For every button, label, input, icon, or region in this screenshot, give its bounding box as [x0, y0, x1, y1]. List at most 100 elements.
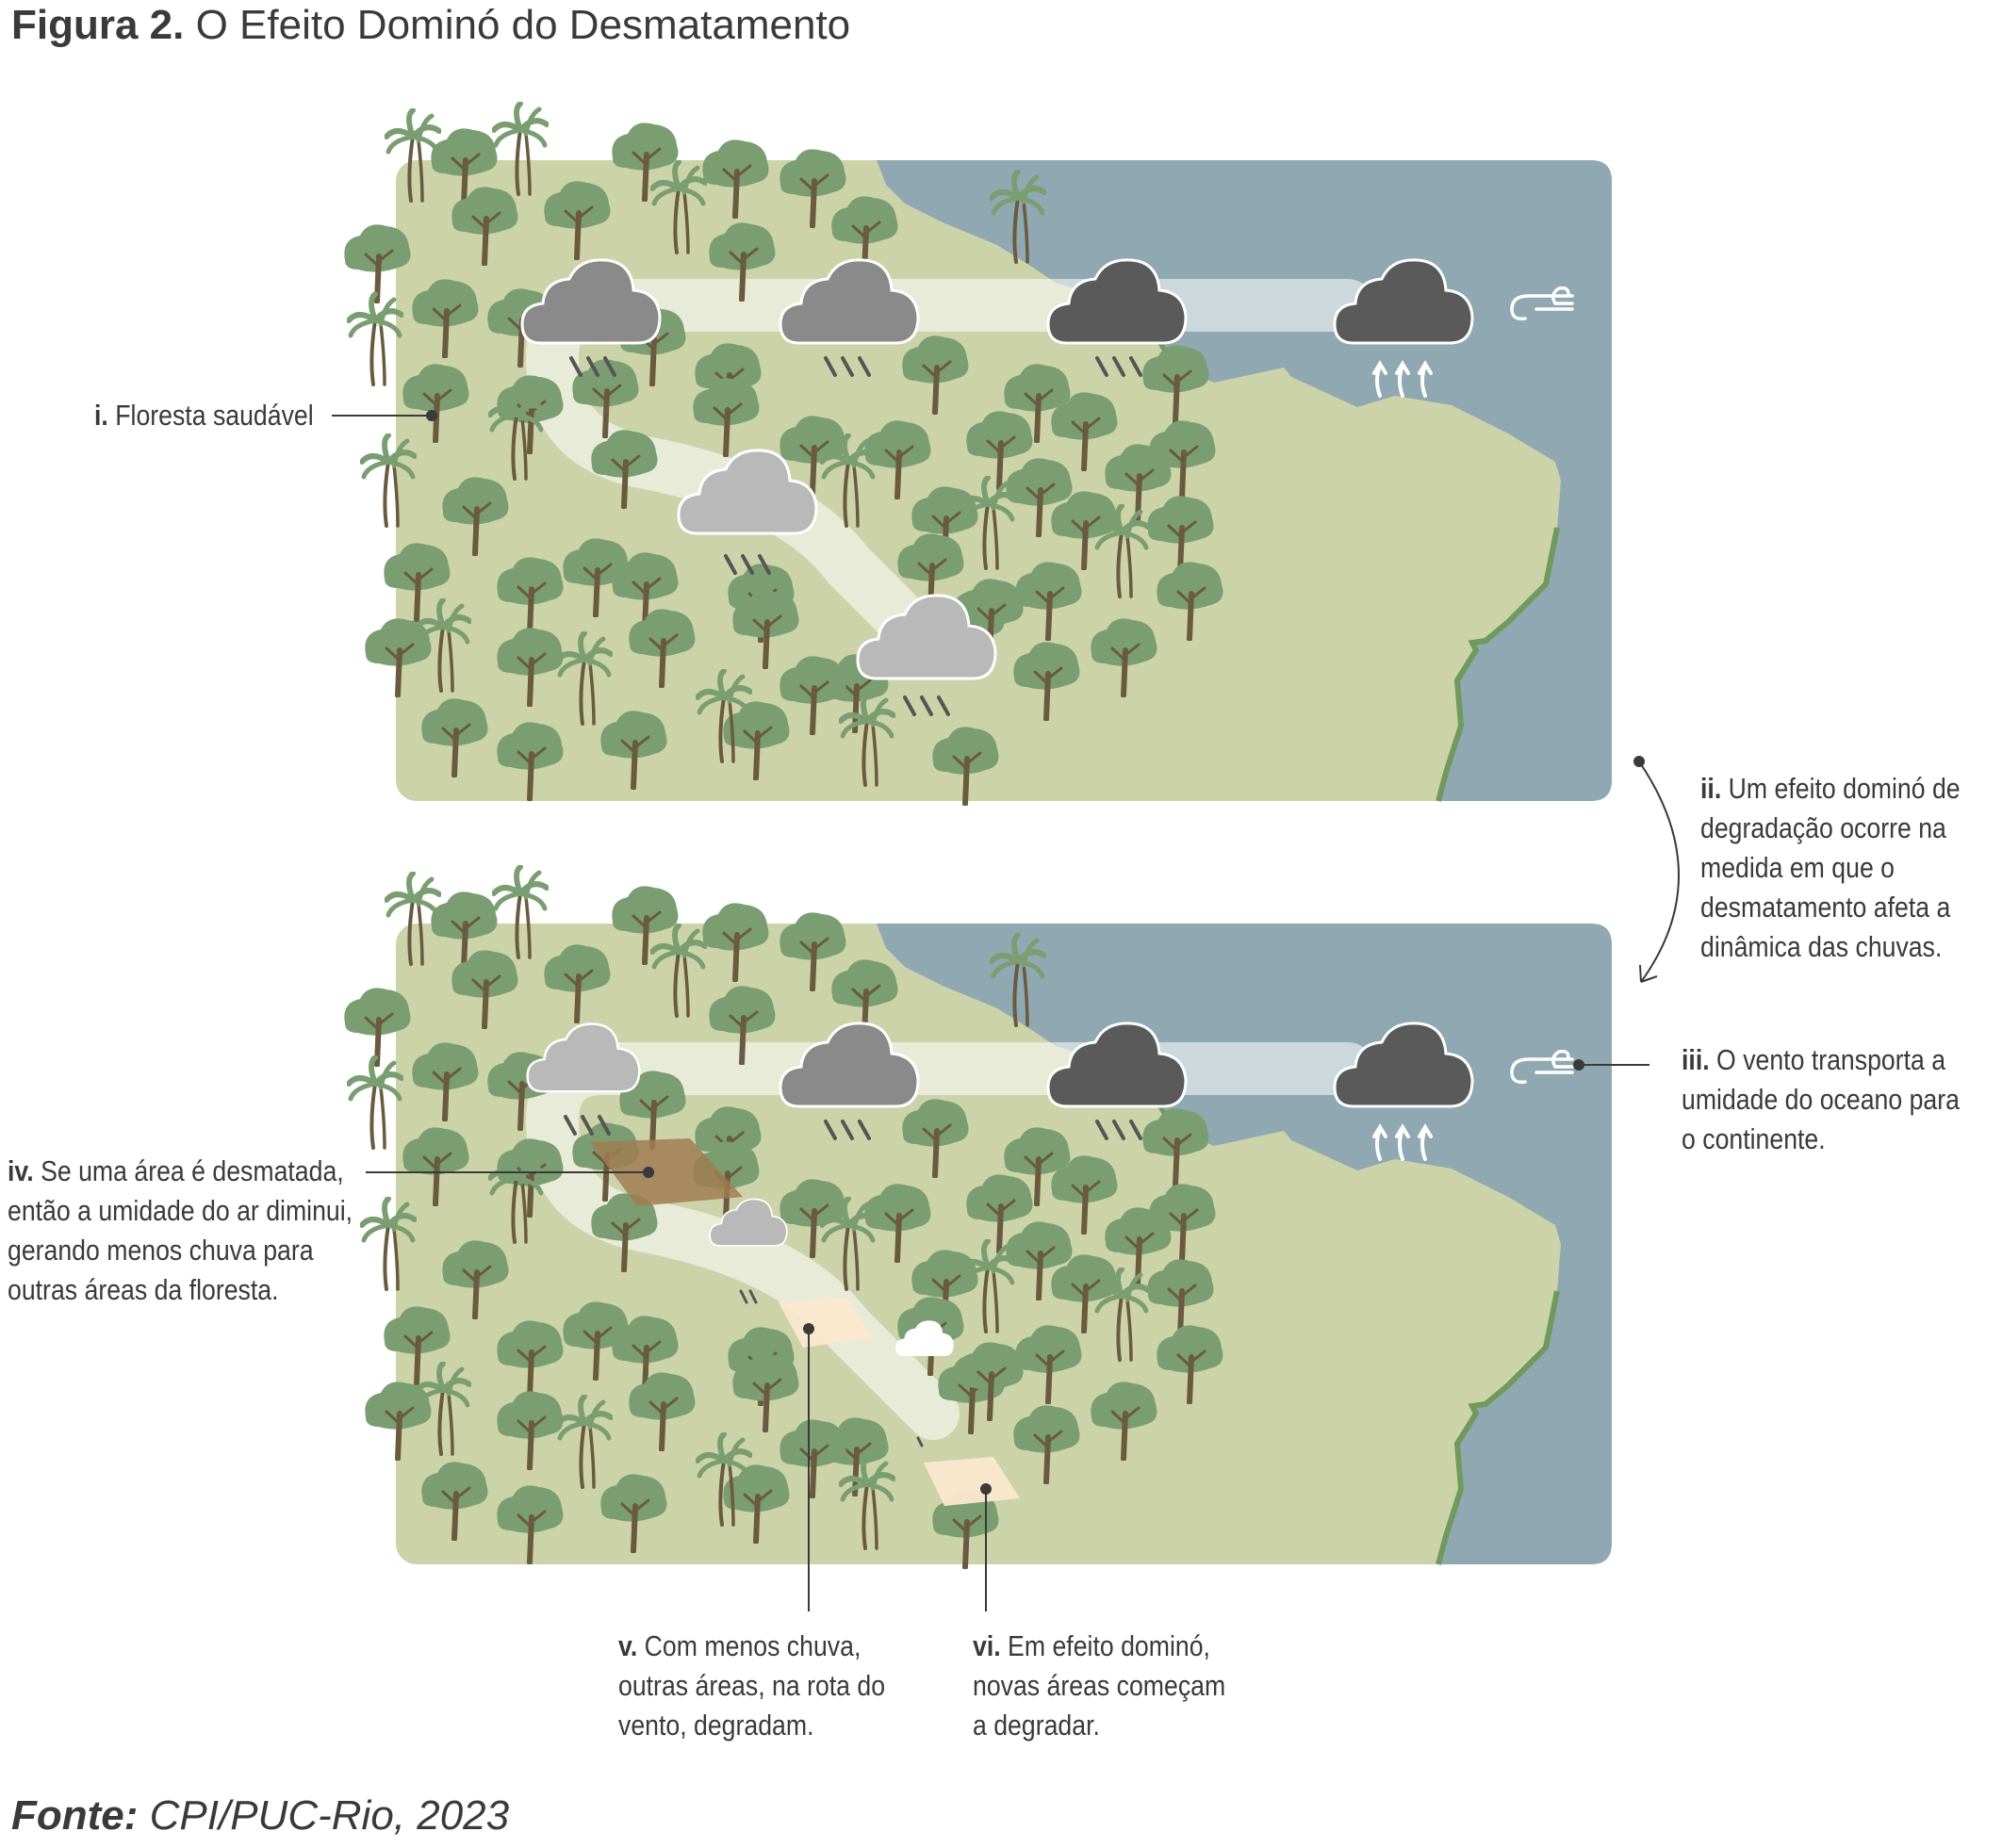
annotation-iv: iv. Se uma área é desmatada, então a umi…: [8, 1152, 353, 1310]
annotation-iii-line-2: umidade do oceano para: [1682, 1083, 1960, 1116]
annotation-iv-line-1: Se uma área é desmatada,: [41, 1154, 344, 1187]
wind-line: [1510, 1057, 1574, 1085]
rain-drop: [824, 356, 837, 377]
palm-tree-icon: [349, 1057, 402, 1148]
annotation-iii-line-1: O vento transporta a: [1716, 1043, 1946, 1076]
annotation-ii-line-2: degradação ocorre na: [1700, 811, 1946, 844]
rain-drop: [603, 356, 616, 377]
rain-drop: [841, 1120, 854, 1140]
rain-drop: [748, 1289, 758, 1304]
degrading-area-2: [924, 1457, 1020, 1506]
annotation-vi-num: vi.: [973, 1629, 1001, 1662]
evaporation-arrow: [1372, 360, 1387, 398]
annotation-ii-num: ii.: [1700, 772, 1722, 805]
annotation-vi-line-2: novas áreas começam: [973, 1669, 1226, 1702]
annotation-iii-line-3: o continente.: [1682, 1122, 1826, 1155]
coastline: [1436, 1290, 1560, 1565]
wind-icon: [1510, 1049, 1574, 1085]
rain-drop: [858, 356, 871, 377]
annotation-ii-line-3: medida em que o: [1700, 851, 1895, 884]
figure-label: Figura 2.: [11, 2, 185, 48]
rain-drops-icon: [903, 695, 950, 716]
rain-drop: [581, 1115, 594, 1136]
evaporation-arrow: [1395, 360, 1410, 398]
rain-drop: [937, 695, 950, 716]
source-label: Fonte:: [11, 1792, 139, 1839]
rain-drops-icon: [569, 356, 616, 377]
rain-drop: [586, 356, 599, 377]
rain-drop: [598, 1115, 611, 1136]
evaporation-arrow: [1418, 360, 1433, 398]
evaporation-arrow: [1372, 1123, 1387, 1161]
annotation-v-line-2: outras áreas, na rota do: [618, 1669, 886, 1702]
annotation-iv-line-2: então a umidade do ar diminui,: [8, 1194, 353, 1227]
annotation-vi: vi. Em efeito dominó, novas áreas começa…: [973, 1627, 1225, 1745]
panel-deforestation-domino: [344, 867, 1612, 1567]
annotation-vi-line-1: Em efeito dominó,: [1008, 1629, 1210, 1662]
figure-title-text: O Efeito Dominó do Desmatamento: [195, 2, 851, 48]
rain-drop: [564, 1115, 577, 1136]
rain-drop: [1112, 1120, 1125, 1140]
annotation-ii-line-4: desmatamento afeta a: [1700, 891, 1951, 924]
annotation-iv-line-4: outras áreas da floresta.: [8, 1273, 279, 1306]
annotation-i-num: i.: [94, 399, 108, 432]
rain-drop: [858, 1120, 871, 1140]
connector-v-dot: [803, 1323, 814, 1334]
rain-drops-icon: [739, 1289, 924, 1447]
annotation-v-line-3: vento, degradam.: [618, 1709, 814, 1742]
rain-drop: [903, 695, 916, 716]
wind-line: [1551, 286, 1574, 305]
connector-ii-arc: [1638, 760, 1680, 983]
evaporation-arrow: [1395, 1123, 1410, 1161]
annotation-ii-line-1: Um efeito dominó de: [1728, 772, 1961, 805]
rain-drops-icon: [824, 356, 871, 377]
rain-drop: [724, 554, 737, 575]
rain-drop: [1095, 1120, 1108, 1140]
connector-i-dot: [426, 410, 437, 421]
source-credit: Fonte: CPI/PUC-Rio, 2023: [11, 1792, 509, 1840]
rain-drop: [758, 554, 771, 575]
rain-drops-icon: [564, 1115, 611, 1136]
connector-iii-dot: [1573, 1059, 1584, 1071]
rain-drop: [841, 356, 854, 377]
evaporation-arrows-icon: [1372, 1123, 1433, 1161]
rain-drop: [1095, 356, 1108, 377]
palm-tree-icon: [349, 294, 402, 384]
rain-drop: [569, 356, 583, 377]
annotation-v-line-1: Com menos chuva,: [644, 1629, 862, 1662]
connector-ii-dot: [1633, 756, 1645, 767]
rain-drop: [824, 1120, 837, 1140]
annotation-vi-line-3: a degradar.: [973, 1709, 1100, 1742]
annotation-iv-line-3: gerando menos chuva para: [8, 1234, 314, 1267]
annotation-connectors: [332, 410, 1680, 1611]
evaporation-arrow: [1418, 1123, 1433, 1161]
rain-drop: [1112, 356, 1125, 377]
annotation-v: v. Com menos chuva, outras áreas, na rot…: [618, 1627, 885, 1745]
connector-vi-dot: [980, 1483, 992, 1495]
wind-icon: [1510, 286, 1574, 321]
annotation-iii: iii. O vento transporta a umidade do oce…: [1682, 1040, 1960, 1159]
source-text: CPI/PUC-Rio, 2023: [149, 1792, 510, 1839]
rain-drops-icon: [824, 1120, 871, 1140]
annotation-ii: ii. Um efeito dominó de degradação ocorr…: [1700, 769, 1961, 967]
wind-line: [1510, 294, 1574, 321]
rain-drops-icon: [1095, 1120, 1142, 1140]
annotation-iv-num: iv.: [8, 1154, 34, 1187]
annotation-i-line-1: Floresta saudável: [115, 399, 314, 432]
degrading-area-1: [779, 1297, 873, 1348]
deforested-area: [590, 1138, 743, 1206]
annotation-i: i. Floresta saudável: [94, 396, 314, 435]
figure-title: Figura 2. O Efeito Dominó do Desmatament…: [11, 2, 850, 49]
rain-drops-icon: [724, 554, 771, 575]
moisture-flow-band: [526, 1042, 1374, 1440]
panel-healthy-forest: [344, 104, 1612, 804]
rain-drop: [916, 1436, 924, 1447]
annotation-v-num: v.: [618, 1629, 638, 1662]
coastline: [1436, 527, 1560, 802]
rain-drop: [739, 1289, 748, 1304]
annotation-ii-line-5: dinâmica das chuvas.: [1700, 930, 1943, 963]
connector-iv-dot: [643, 1167, 654, 1178]
rain-drop: [920, 695, 933, 716]
evaporation-arrows-icon: [1372, 360, 1433, 398]
